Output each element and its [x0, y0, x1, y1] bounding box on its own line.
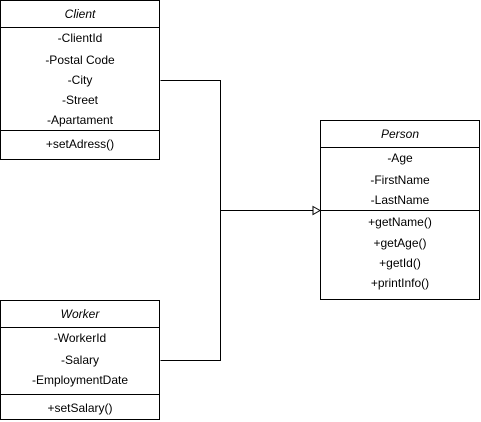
attribute: -Age [387, 151, 413, 165]
method: +getAge() [373, 236, 427, 250]
attribute: -City [67, 73, 93, 87]
attribute: -FirstName [370, 173, 430, 187]
class-name: Client [1, 1, 159, 28]
method: +printInfo() [370, 276, 430, 290]
person-attributes: -Age -FirstName -LastName [321, 148, 479, 210]
generalization-arrowhead-icon [312, 205, 322, 216]
method: +setSalary() [47, 401, 113, 415]
worker-methods: +setSalary() [1, 394, 159, 418]
worker-class[interactable]: Worker -WorkerId -Salary -EmploymentDate… [0, 300, 160, 420]
attribute: -Street [61, 93, 98, 107]
client-methods: +setAdress() [1, 130, 159, 154]
worker-to-person-edge [160, 210, 221, 361]
method: +setAdress() [45, 137, 115, 151]
class-name: Person [321, 121, 479, 148]
attribute: -LastName [370, 193, 430, 207]
attribute: -Salary [60, 353, 99, 367]
client-to-person-edge [160, 80, 313, 211]
client-attributes: -ClientId -Postal Code -City -Street -Ap… [1, 28, 159, 130]
attribute: -Postal Code [45, 53, 115, 67]
method: +getId() [379, 256, 421, 270]
attribute: -Apartament [46, 113, 114, 127]
client-class[interactable]: Client -ClientId -Postal Code -City -Str… [0, 0, 160, 160]
attribute: -ClientId [57, 31, 103, 45]
class-name: Worker [1, 301, 159, 328]
worker-attributes: -WorkerId -Salary -EmploymentDate [1, 328, 159, 394]
person-class[interactable]: Person -Age -FirstName -LastName +getNam… [320, 120, 480, 300]
method: +getName() [368, 215, 432, 229]
attribute: -WorkerId [53, 331, 107, 345]
attribute: -EmploymentDate [31, 373, 129, 387]
person-methods: +getName() +getAge() +getId() +printInfo… [321, 210, 479, 293]
